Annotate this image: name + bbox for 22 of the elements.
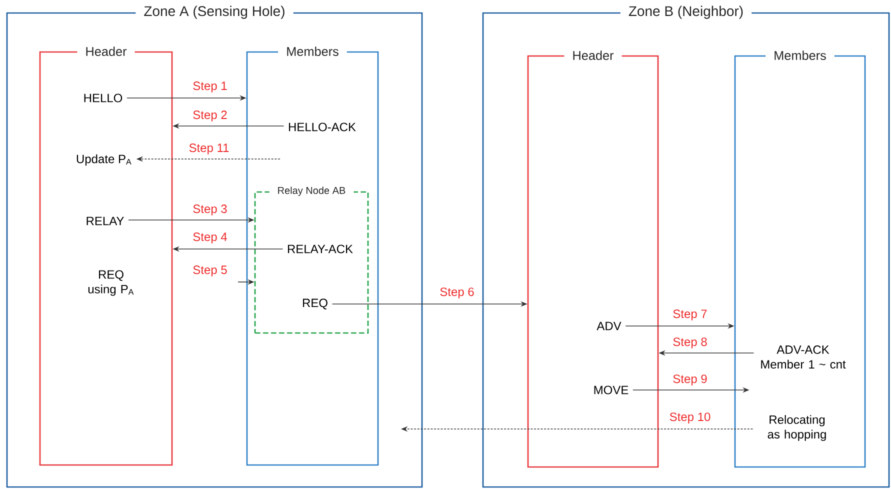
message-label: RELAY-ACK: [288, 244, 353, 254]
edge-label: Step 10: [670, 412, 710, 424]
edge-label: Step 5: [193, 266, 227, 276]
message-label: HELLO: [84, 94, 122, 102]
message-label: ADV-ACK Member 1 ~ cnt: [761, 345, 846, 369]
message-label: HELLO-ACK: [288, 122, 356, 132]
edge-label: Step 3: [193, 204, 227, 216]
message-label: MOVE: [594, 386, 628, 394]
edge-label: Step 4: [193, 232, 227, 244]
message-label: ADV: [596, 322, 622, 330]
edge-label: Step 9: [673, 374, 707, 386]
message-label: Update P$_{A}$: [76, 154, 132, 166]
edge-label: Step 6: [440, 288, 474, 298]
edge-label: Step 8: [673, 338, 707, 348]
message-label: REQ using P$_{A}$: [88, 270, 134, 296]
edge-label: Step 1: [193, 82, 227, 92]
edge-label: Step 7: [673, 310, 707, 320]
edge-label: Step 11: [189, 144, 229, 154]
edge-label: Step 2: [193, 110, 227, 122]
message-label: Relocating as hopping: [768, 415, 826, 441]
message-label: REQ: [302, 298, 328, 310]
message-label: RELAY: [86, 216, 124, 226]
